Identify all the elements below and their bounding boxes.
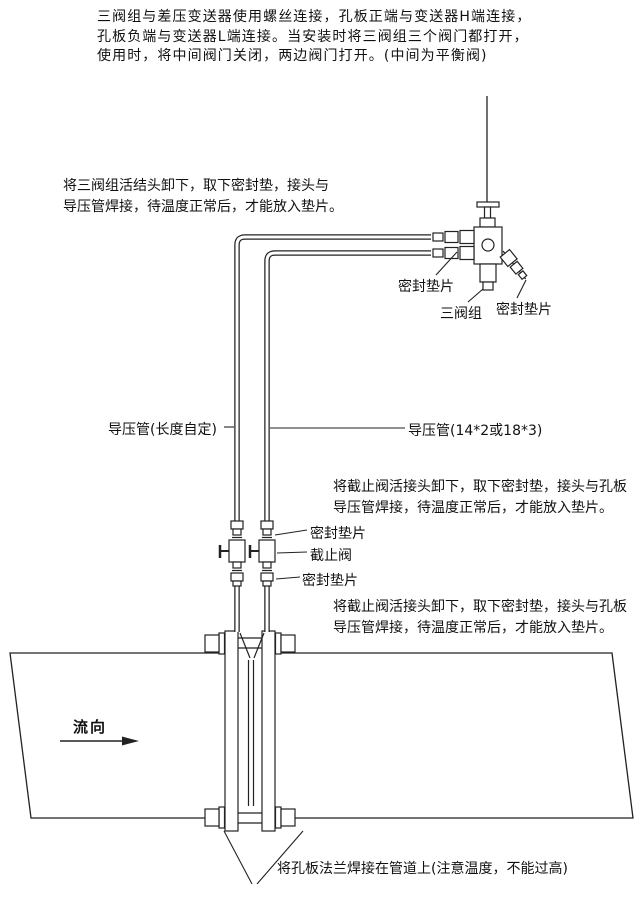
- flow-arrow-icon: [60, 736, 139, 746]
- bottom-welding-note: 将孔板法兰焊接在管道上(注意温度，不能过高): [277, 861, 568, 877]
- leader-lines: [223, 251, 527, 885]
- label-three-valve-manifold: 三阀组: [440, 306, 482, 322]
- manifold-note-line-2: 导压管焊接，待温度正常后，才能放入垫片。: [63, 199, 343, 215]
- stop-valve-right-drawing: [248, 520, 276, 587]
- top-instruction-note: 三阀组与差压变送器使用螺丝连接，孔板正端与变送器H端连接， 孔板负端与变送器L端…: [97, 8, 531, 67]
- top-note-line-1: 三阀组与差压变送器使用螺丝连接，孔板正端与变送器H端连接，: [97, 9, 532, 25]
- label-seal-gasket-right: 密封垫片: [496, 302, 552, 318]
- label-seal-gasket-upper: 密封垫片: [310, 526, 366, 542]
- label-flow-direction: 流向: [73, 718, 108, 736]
- label-stop-valve: 截止阀: [310, 548, 352, 564]
- three-valve-manifold-drawing: [432, 201, 528, 291]
- top-note-line-3: 使用时，将中间阀门关闭，两边阀门打开。(中间为平衡阀): [97, 48, 488, 64]
- manifold-instruction-note: 将三阀组活结头卸下，取下密封垫，接头与 导压管焊接，待温度正常后，才能放入垫片。: [63, 176, 343, 218]
- impulse-pipes-drawing: [234, 234, 431, 632]
- label-impulse-pipe-left: 导压管(长度自定): [108, 422, 217, 438]
- upper-valve-instruction-note: 将截止阀活接头卸下，取下密封垫，接头与孔板 导压管焊接，待温度正常后，才能放入垫…: [333, 477, 627, 519]
- top-note-line-2: 孔板负端与变送器L端连接。当安装时将三阀组三个阀门都打开，: [97, 28, 529, 45]
- upper-valve-note-line-1: 将截止阀活接头卸下，取下密封垫，接头与孔板: [333, 479, 627, 495]
- label-impulse-pipe-right: 导压管(14*2或18*3): [408, 423, 543, 439]
- lower-valve-instruction-note: 将截止阀活接头卸下，取下密封垫，接头与孔板 导压管焊接，待温度正常后，才能放入垫…: [333, 597, 627, 639]
- lower-valve-note-line-2: 导压管焊接，待温度正常后，才能放入垫片。: [333, 620, 613, 636]
- manifold-note-line-1: 将三阀组活结头卸下，取下密封垫，接头与: [63, 178, 329, 194]
- label-seal-gasket-lower: 密封垫片: [302, 573, 358, 589]
- main-pipe-drawing: [9, 652, 634, 819]
- label-seal-gasket-left: 密封垫片: [398, 279, 454, 295]
- stop-valve-left-drawing: [218, 520, 246, 587]
- upper-valve-note-line-2: 导压管焊接，待温度正常后，才能放入垫片。: [333, 500, 613, 516]
- lower-valve-note-line-1: 将截止阀活接头卸下，取下密封垫，接头与孔板: [333, 599, 627, 615]
